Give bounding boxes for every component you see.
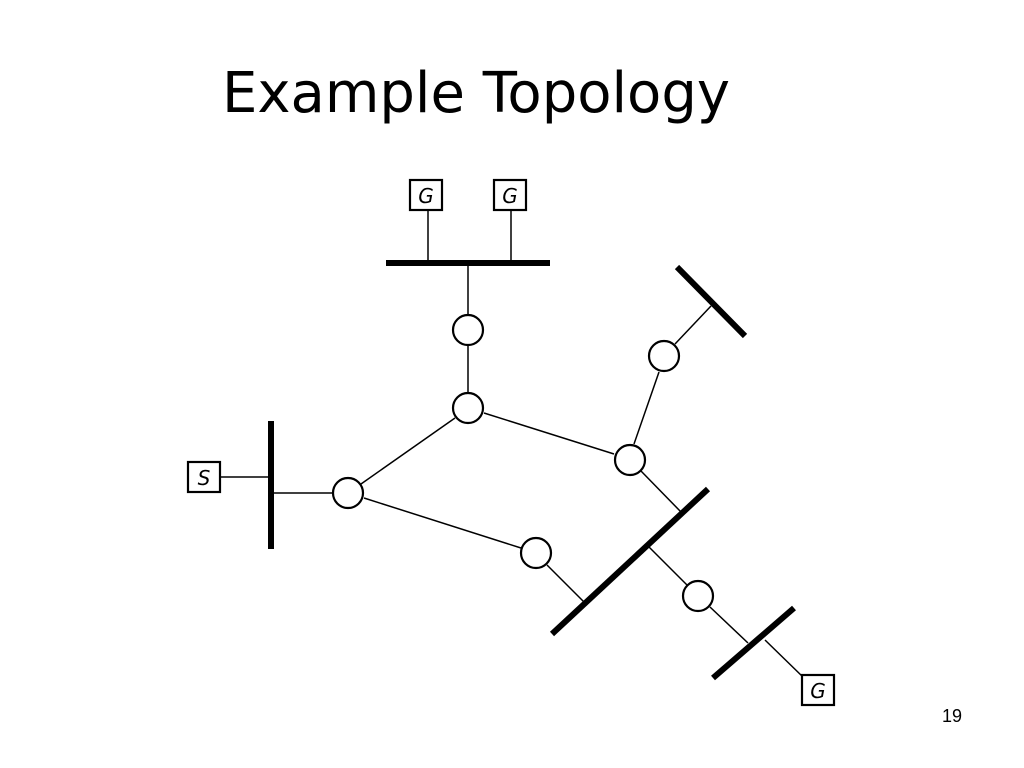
link-router-low-bus-diag — [546, 564, 585, 603]
g-box-label: G — [810, 679, 826, 703]
box-g-bottom-right: G — [800, 673, 836, 707]
router-node — [451, 391, 485, 425]
g-box — [800, 673, 836, 707]
router-node — [451, 313, 485, 347]
link-router2-router-mid — [483, 412, 615, 455]
slide-title: Example Topology — [221, 61, 731, 126]
router-node — [331, 476, 365, 510]
link-router-mid-router-upper — [633, 371, 660, 445]
g-box-label: G — [502, 184, 518, 208]
bus-diagonal-center — [549, 486, 711, 637]
links — [220, 211, 805, 679]
g-box-label: G — [418, 184, 434, 208]
link-router-right-bus-lower — [709, 606, 749, 644]
link-router2-router-left — [360, 417, 456, 485]
link-router-left-router-low — [363, 497, 522, 549]
link-router-upper-bus-upper — [674, 305, 712, 345]
buses — [268, 260, 796, 681]
link-router-mid-bus-diag — [640, 470, 682, 513]
router-node — [519, 536, 553, 570]
router-node — [647, 339, 681, 373]
box-g-top-left: G — [408, 178, 444, 212]
bus-upper-right — [674, 264, 748, 339]
box-g-top-right: G — [492, 178, 528, 212]
router-node — [613, 443, 647, 477]
link-bus-diag-router-right — [647, 545, 688, 586]
page-number: 19 — [941, 706, 962, 726]
box-s-left: S — [186, 460, 222, 494]
bus-lower-right — [711, 605, 796, 681]
s-box — [186, 460, 222, 494]
routers — [331, 313, 715, 613]
router-node — [681, 579, 715, 613]
g-box — [492, 178, 528, 212]
s-box-label: S — [198, 466, 211, 490]
link-bus-lower-g-bottom — [764, 639, 805, 679]
g-box — [408, 178, 444, 212]
